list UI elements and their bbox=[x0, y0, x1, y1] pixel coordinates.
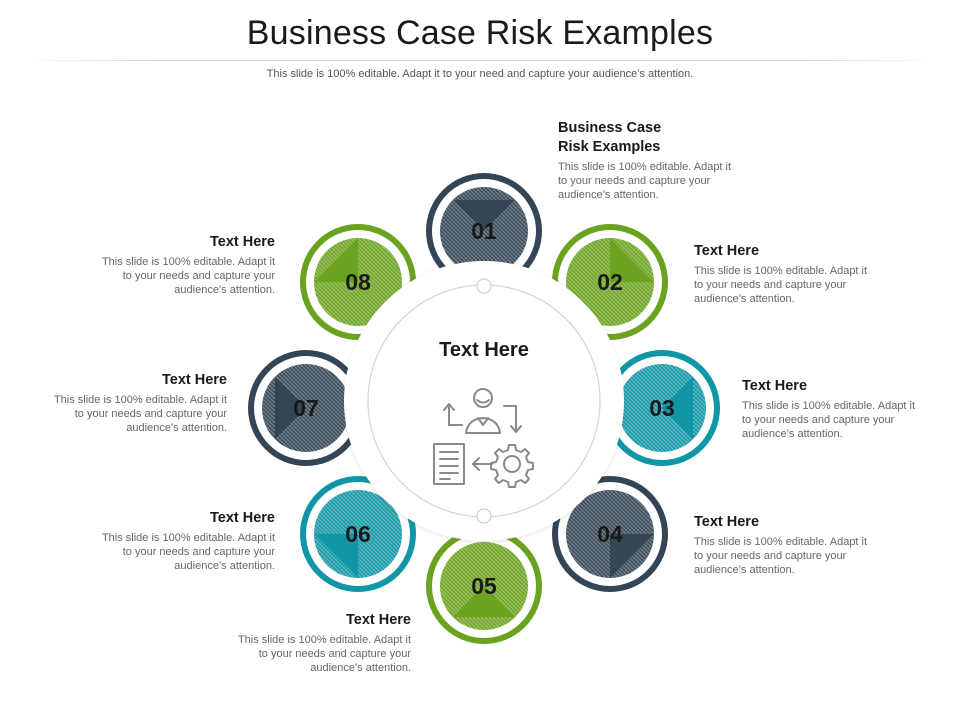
label-06-heading: Text Here bbox=[209, 510, 275, 526]
step-node-accent bbox=[610, 238, 654, 282]
label-05-heading: Text Here bbox=[345, 612, 411, 628]
step-node-02: 02 bbox=[552, 224, 668, 340]
label-06: Text Here This slide is 100% editable. A… bbox=[92, 509, 275, 573]
ring-dot-top bbox=[476, 278, 492, 294]
label-02-text: This slide is 100% editable. Adapt it to… bbox=[694, 265, 868, 305]
ring-dot-bottom bbox=[476, 508, 492, 524]
label-03-text: This slide is 100% editable. Adapt it to… bbox=[742, 400, 916, 440]
label-03-heading: Text Here bbox=[742, 378, 808, 394]
slide-subtitle: This slide is 100% editable. Adapt it to… bbox=[266, 68, 694, 80]
label-08-heading: Text Here bbox=[209, 234, 275, 250]
step-number-01: 01 bbox=[471, 218, 497, 244]
step-node-accent bbox=[452, 586, 516, 618]
step-node-accent bbox=[452, 199, 516, 231]
label-02-heading: Text Here bbox=[694, 243, 760, 259]
label-02: Text Here This slide is 100% editable. A… bbox=[694, 242, 879, 306]
step-node-accent bbox=[662, 376, 694, 440]
label-01-text: This slide is 100% editable. Adapt it to… bbox=[558, 161, 732, 201]
title-divider bbox=[20, 60, 940, 61]
step-node-07: 07 bbox=[248, 350, 364, 466]
step-number-07: 07 bbox=[293, 395, 319, 421]
center-hub: Text Here bbox=[344, 261, 624, 541]
label-01: Business Case Risk Examples This slide i… bbox=[558, 119, 743, 202]
step-node-accent bbox=[314, 238, 358, 282]
step-node-05: 05 bbox=[426, 528, 542, 644]
step-number-05: 05 bbox=[471, 573, 497, 599]
label-04-heading: Text Here bbox=[694, 514, 760, 530]
label-05: Text Here This slide is 100% editable. A… bbox=[228, 611, 411, 675]
slide-title: Business Case Risk Examples bbox=[246, 14, 714, 52]
step-node-06: 06 bbox=[300, 476, 416, 592]
step-number-02: 02 bbox=[597, 269, 623, 295]
center-inner-ring bbox=[367, 284, 601, 518]
step-number-03: 03 bbox=[649, 395, 675, 421]
label-08-text: This slide is 100% editable. Adapt it to… bbox=[101, 256, 275, 296]
label-07: Text Here This slide is 100% editable. A… bbox=[44, 371, 227, 435]
step-node-accent bbox=[274, 376, 306, 440]
step-node-accent bbox=[610, 534, 654, 578]
label-04: Text Here This slide is 100% editable. A… bbox=[694, 513, 879, 577]
step-number-08: 08 bbox=[345, 269, 371, 295]
label-01-heading: Business Case Risk Examples bbox=[558, 120, 662, 155]
label-04-text: This slide is 100% editable. Adapt it to… bbox=[694, 536, 868, 576]
person-document-gear-icon bbox=[433, 388, 534, 488]
step-number-04: 04 bbox=[597, 521, 623, 547]
step-node-04: 04 bbox=[552, 476, 668, 592]
step-node-01: 01 bbox=[426, 173, 542, 289]
step-node-accent bbox=[314, 534, 358, 578]
node-layer: 01 02 03 04 05 06 07 08 bbox=[248, 173, 720, 644]
label-08: Text Here This slide is 100% editable. A… bbox=[92, 233, 275, 297]
step-node-03: 03 bbox=[604, 350, 720, 466]
center-title: Text Here bbox=[439, 339, 529, 361]
step-number-06: 06 bbox=[345, 521, 371, 547]
label-05-text: This slide is 100% editable. Adapt it to… bbox=[237, 634, 411, 674]
label-07-text: This slide is 100% editable. Adapt it to… bbox=[53, 394, 227, 434]
label-03: Text Here This slide is 100% editable. A… bbox=[742, 377, 927, 441]
label-07-heading: Text Here bbox=[161, 372, 227, 388]
label-06-text: This slide is 100% editable. Adapt it to… bbox=[101, 532, 275, 572]
